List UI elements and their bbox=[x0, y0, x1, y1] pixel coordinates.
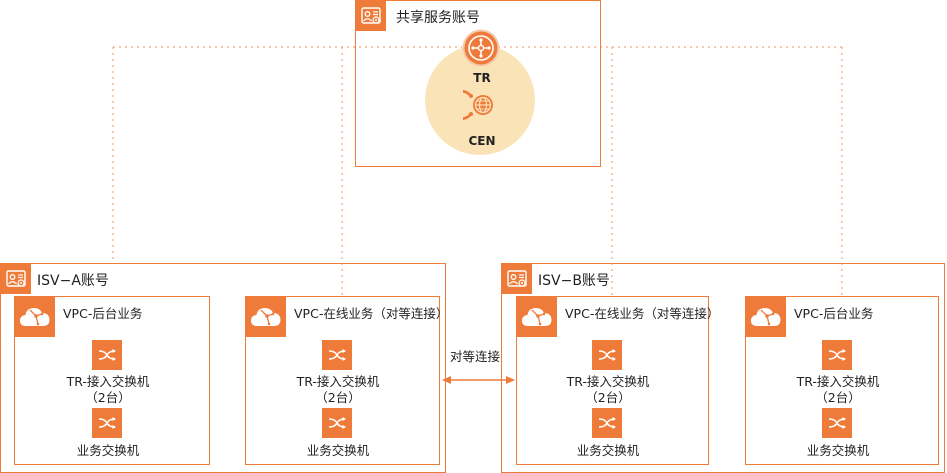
tr-label: TR bbox=[473, 71, 491, 85]
tr-switch-count: （2台） bbox=[585, 390, 631, 405]
biz-switch-label: 业务交换机 bbox=[76, 443, 140, 458]
biz-switch-icon bbox=[822, 408, 852, 438]
cen-globe-icon bbox=[444, 87, 499, 123]
biz-switch-icon bbox=[322, 408, 352, 438]
tr-switch-count: （2台） bbox=[315, 390, 361, 405]
tr-switch-icon bbox=[92, 340, 122, 370]
vpc-isv-a-online: VPC-在线业务（对等连接） TR-接入交换机 （2台） 业务交换机 bbox=[245, 296, 448, 465]
cen-label: CEN bbox=[468, 134, 496, 148]
vpc-isv-a-backend: VPC-后台业务 TR-接入交换机 （2台） 业务交换机 bbox=[14, 296, 210, 465]
tr-switch-icon bbox=[592, 340, 622, 370]
account-title: ISV−A账号 bbox=[37, 273, 109, 289]
vpc-isv-b-backend: VPC-后台业务 TR-接入交换机 （2台） 业务交换机 bbox=[745, 296, 939, 465]
vpc-cloud-icon bbox=[15, 297, 55, 337]
tr-switch-count: （2台） bbox=[815, 390, 861, 405]
account-icon bbox=[1, 264, 31, 294]
dotted-line-isv-a-backend bbox=[112, 46, 462, 263]
peering-label: 对等连接 bbox=[450, 349, 501, 364]
biz-switch-icon bbox=[592, 408, 622, 438]
vpc-title: VPC-在线业务（对等连接） bbox=[294, 306, 449, 321]
tr-switch-count: （2台） bbox=[85, 390, 131, 405]
peering-arrow bbox=[442, 376, 515, 384]
vpc-cloud-icon bbox=[246, 297, 286, 337]
tr-switch-label: TR-接入交换机 bbox=[296, 374, 380, 389]
tr-switch-label: TR-接入交换机 bbox=[796, 374, 880, 389]
account-title: 共享服务账号 bbox=[396, 10, 480, 26]
vpc-cloud-icon bbox=[746, 297, 786, 337]
tr-switch-label: TR-接入交换机 bbox=[66, 374, 150, 389]
vpc-cloud-icon bbox=[517, 297, 557, 337]
account-icon bbox=[356, 1, 386, 31]
tr-switch-label: TR-接入交换机 bbox=[566, 374, 650, 389]
tr-switch-icon bbox=[322, 340, 352, 370]
tr-switch-icon bbox=[822, 340, 852, 370]
biz-switch-label: 业务交换机 bbox=[806, 443, 870, 458]
vpc-title: VPC-后台业务 bbox=[794, 306, 874, 321]
vpc-isv-b-online: VPC-在线业务（对等连接） TR-接入交换机 （2台） 业务交换机 bbox=[516, 296, 719, 465]
biz-switch-label: 业务交换机 bbox=[576, 443, 640, 458]
biz-switch-icon bbox=[92, 408, 122, 438]
account-icon bbox=[502, 264, 532, 294]
biz-switch-label: 业务交换机 bbox=[306, 443, 370, 458]
vpc-title: VPC-在线业务（对等连接） bbox=[565, 306, 720, 321]
vpc-title: VPC-后台业务 bbox=[63, 306, 143, 321]
shared-service-account: 共享服务账号 bbox=[355, 0, 601, 167]
transit-router-icon bbox=[462, 29, 500, 67]
account-title: ISV−B账号 bbox=[538, 273, 610, 289]
